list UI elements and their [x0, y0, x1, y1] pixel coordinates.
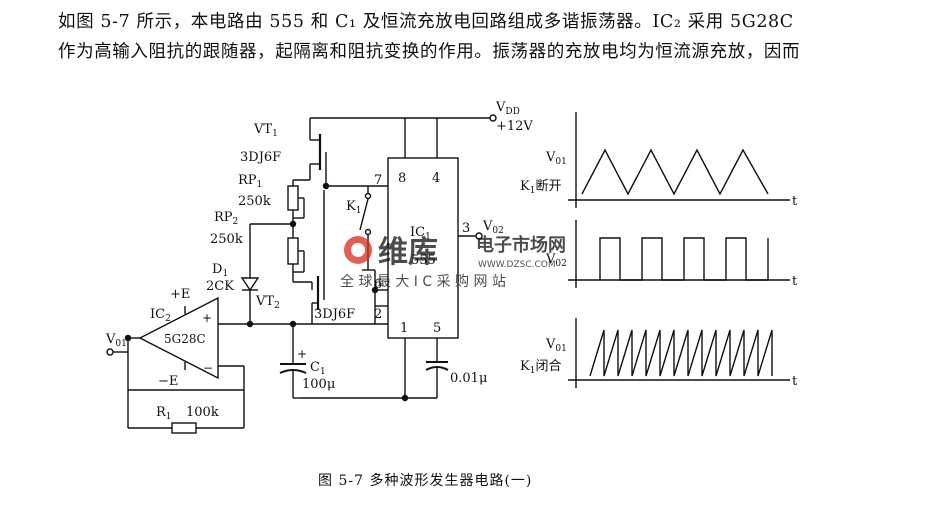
- rp1-value: 250k: [238, 194, 271, 209]
- d1-type: 2CK: [206, 279, 234, 294]
- cap2-value: 0.01μ: [450, 371, 487, 386]
- watermark-slogan: 全 球 最 大 I C 采 购 网 站: [340, 273, 506, 290]
- d1-label: D1: [212, 262, 228, 279]
- c1-value: 100μ: [302, 377, 335, 392]
- opamp-plus: +: [202, 311, 212, 325]
- opamp-type: 5G28C: [164, 332, 206, 346]
- pin-3: 3: [462, 221, 470, 236]
- vdd-terminal: [489, 114, 497, 122]
- ic1-type: 555: [411, 253, 436, 268]
- pin-8: 8: [398, 171, 406, 186]
- vt1-type: 3DJ6F: [240, 150, 281, 165]
- wave3-state: K1闭合: [520, 359, 561, 376]
- rp1-label: RP1: [238, 173, 262, 190]
- plus-e-label: +E: [170, 287, 190, 302]
- watermark: 维库 电子市场网 WWW.DZSC.COM 全 球 最 大 I C 采 购 网 …: [340, 234, 566, 290]
- r1-label: R1: [156, 405, 172, 422]
- paragraph-line-1: 如图 5-7 所示，本电路由 555 和 C₁ 及恒流充放电回路组成多谐振荡器。…: [58, 12, 794, 32]
- wave2-axis-t: t: [792, 274, 798, 289]
- k1-blade: [359, 198, 369, 231]
- c1-label: C1: [310, 360, 326, 377]
- vt2-type: 3DJ6F: [314, 307, 355, 322]
- pin-4: 4: [432, 171, 440, 186]
- paragraph-line-2: 作为高输入阻抗的跟随器，起隔离和阻抗变换的作用。振荡器的充放电均为恒流源充放，因…: [58, 42, 801, 62]
- ic1-555-box: [387, 157, 459, 339]
- wave1-label: V01: [545, 150, 567, 167]
- k1-label: K1: [346, 199, 361, 216]
- triangle-wave: [581, 148, 769, 196]
- watermark-logo: 维库: [378, 235, 438, 270]
- vdd-label: VDD: [495, 100, 520, 117]
- rp2-resistor: [287, 237, 299, 265]
- ic2-label: IC2: [150, 307, 171, 324]
- watermark-url: WWW.DZSC.COM: [478, 260, 556, 270]
- vt1-label: VT1: [253, 122, 278, 139]
- pin-6: 6: [374, 277, 382, 292]
- pin-7: 7: [374, 173, 382, 188]
- vo2-label: V02: [482, 219, 504, 236]
- wave2-label: V02: [545, 252, 567, 269]
- vo1-terminal: [106, 348, 114, 356]
- c1-polarity: +: [297, 347, 307, 361]
- wave3-axis-t: t: [792, 374, 798, 389]
- pin-1: 1: [400, 321, 408, 336]
- r1-resistor: [171, 422, 197, 434]
- vdd-value: +12V: [496, 119, 533, 134]
- rp2-label: RP2: [214, 210, 238, 227]
- pin-2: 2: [374, 307, 382, 322]
- wave1-state: K1断开: [520, 179, 561, 196]
- minus-e-label: −E: [158, 374, 178, 389]
- vt2-label: VT2: [255, 294, 280, 311]
- opamp-minus: −: [203, 361, 213, 375]
- k1-contact-bottom: [364, 228, 372, 236]
- wave3-label: V01: [545, 337, 567, 354]
- square-wave: [599, 237, 769, 281]
- rp1-resistor: [287, 185, 299, 211]
- vo1-label: V01: [105, 332, 127, 349]
- wave1-axis-t: t: [792, 194, 798, 209]
- k1-contact-top: [364, 192, 372, 200]
- sawtooth-wave: [589, 329, 773, 377]
- ic1-label: IC1: [410, 225, 431, 242]
- watermark-title: 电子市场网: [476, 234, 566, 256]
- pin-5: 5: [433, 321, 441, 336]
- vo2-terminal: [475, 232, 483, 240]
- ic2-opamp-body: [138, 296, 219, 380]
- rp2-value: 250k: [210, 232, 243, 247]
- figure-caption: 图 5-7 多种波形发生器电路(一): [318, 473, 533, 489]
- d1-diode-body: [240, 277, 260, 292]
- r1-value: 100k: [186, 405, 219, 420]
